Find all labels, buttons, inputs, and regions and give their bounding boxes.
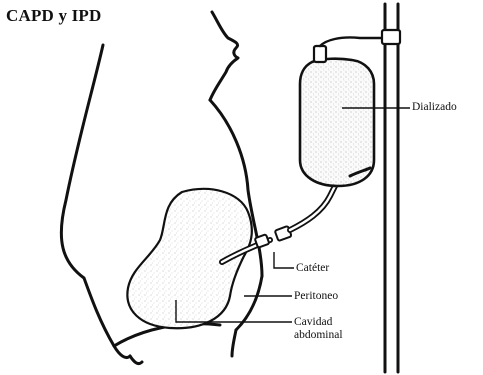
label-cavidad-line1: Cavidad (294, 316, 343, 329)
label-dializado: Dializado (412, 101, 457, 114)
diagram-title: CAPD y IPD (6, 6, 102, 26)
dialysate-bag (300, 37, 390, 186)
label-cavidad-line2: abdominal (294, 329, 343, 342)
label-cavidad-abdominal: Cavidad abdominal (294, 316, 343, 342)
iv-pole (382, 4, 400, 372)
label-peritoneo: Peritoneo (294, 290, 338, 303)
label-cateter: Catéter (296, 262, 329, 275)
